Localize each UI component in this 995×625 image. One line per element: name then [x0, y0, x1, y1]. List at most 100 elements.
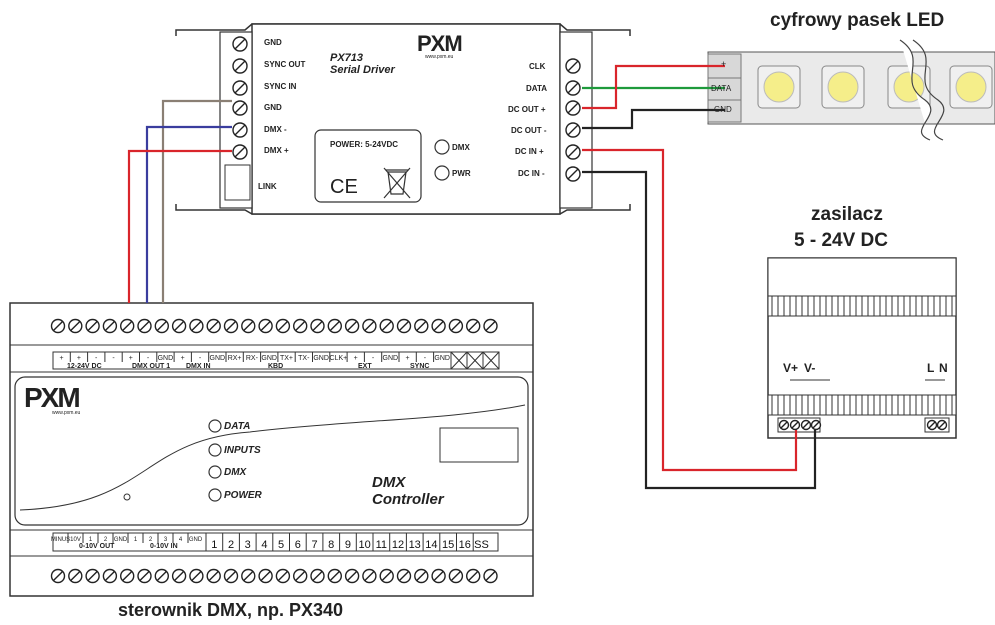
px713-right-screw	[565, 58, 581, 74]
controller-caption: sterownik DMX, np. PX340	[118, 600, 344, 620]
controller-bottom-number: 14	[425, 539, 437, 551]
px713-right-terminal: DC OUT -	[511, 126, 547, 135]
controller-top-screw	[154, 318, 170, 334]
px713-right-screw	[565, 166, 581, 182]
psu-screw	[789, 419, 801, 431]
controller-top-pin: GND	[261, 355, 277, 362]
wire-dc-out-minus	[582, 108, 725, 130]
controller-bottom-screw	[206, 568, 221, 584]
controller-bottom-screw	[466, 568, 481, 584]
px713-module	[175, 23, 631, 215]
controller-bottom-screw	[50, 568, 66, 584]
controller-top-screw	[483, 318, 498, 334]
px713-left-screw	[232, 58, 248, 74]
px713-link-label: LINK	[258, 182, 277, 191]
wire-dc-out-plus	[582, 64, 725, 110]
controller-bottom-screw	[310, 568, 325, 584]
controller-led-label: POWER	[224, 490, 262, 501]
px713-left-terminal: SYNC IN	[264, 82, 297, 91]
wire-dc-in-minus	[582, 170, 817, 490]
px713-led-dmx-label: DMX	[452, 143, 470, 152]
controller-blank-cross	[450, 351, 468, 370]
controller-top-pin: -	[372, 355, 375, 362]
px713-right-terminal: DC IN -	[518, 169, 545, 178]
controller-top-screw	[258, 318, 273, 334]
controller-bottom-number: 10	[358, 539, 370, 551]
controller-top-pin: RX+	[228, 355, 242, 362]
controller-top-screw	[85, 318, 100, 334]
controller-top-group: KBD	[268, 363, 284, 370]
controller-web: www.pxm.eu	[52, 410, 81, 416]
px713-right-screw	[565, 80, 581, 96]
controller-top-group: SYNC	[410, 363, 430, 370]
controller-top-screw	[189, 318, 204, 334]
controller-led-label: DATA	[224, 421, 251, 432]
power-supply	[767, 257, 957, 439]
controller-led	[208, 419, 222, 433]
controller-blank-cross	[466, 351, 484, 370]
controller-top-pin: TX+	[280, 355, 293, 362]
controller-bottom-screw	[68, 568, 83, 584]
controller-bottom-screw	[431, 568, 446, 584]
controller-top-pin: GND	[313, 355, 329, 362]
controller-top-pin: +	[77, 355, 81, 362]
controller-top-pin: -	[95, 355, 98, 362]
controller-bottom-screw	[362, 568, 377, 584]
psu-l: L	[927, 361, 935, 375]
controller-top-screw	[327, 318, 342, 334]
led-strip	[707, 39, 995, 141]
px713-left-screw	[232, 100, 248, 116]
px713-model: PX713	[330, 52, 364, 64]
controller-bottom-screw	[344, 568, 360, 584]
psu-screw	[926, 419, 938, 431]
controller-top-pin: +	[181, 355, 185, 362]
controller-top-pin: GND	[383, 355, 399, 362]
controller-bottom-number: 4	[261, 539, 267, 551]
controller-brand-logo: PXM	[24, 382, 81, 413]
controller-led	[208, 488, 222, 502]
controller-top-screw	[344, 318, 360, 334]
controller-top-screw	[223, 318, 239, 334]
controller-top-group: EXT	[358, 363, 372, 370]
controller-bottom-group: 0-10V OUT	[79, 543, 115, 550]
controller-bottom-number: SS	[474, 539, 489, 551]
controller-bottom-small-pin: 10V	[70, 537, 81, 543]
controller-bottom-small-pin: 4	[179, 537, 183, 543]
controller-bottom-number: 2	[228, 539, 234, 551]
controller-bottom-screw	[414, 568, 429, 584]
controller-top-screw	[119, 318, 135, 334]
controller-bottom-screw	[396, 568, 412, 584]
controller-bottom-number: 15	[442, 539, 454, 551]
controller-bottom-number: 16	[459, 539, 471, 551]
px713-right-screw	[565, 100, 581, 116]
psu-vplus: V+	[783, 361, 799, 375]
controller-bottom-number: 5	[278, 539, 284, 551]
controller-top-screw	[50, 318, 66, 334]
px713-right-terminal: CLK	[529, 62, 546, 71]
led-pin-gnd: GND	[714, 105, 732, 114]
px713-right-terminal: DC OUT +	[508, 105, 546, 114]
wire-dmx-plus	[127, 149, 232, 303]
controller-title-1: DMX	[372, 474, 406, 491]
controller-blank-cross	[482, 351, 500, 370]
controller-bottom-small-pin: 3	[164, 537, 168, 543]
controller-top-group: 12-24V DC	[67, 363, 102, 370]
controller-top-screw	[448, 318, 464, 334]
controller-top-screw	[362, 318, 377, 334]
led-pin-plus: +	[721, 59, 727, 69]
controller-bottom-screw	[102, 568, 118, 584]
psu-vminus: V-	[804, 361, 816, 375]
controller-bottom-small-pin: 2	[104, 537, 108, 543]
psu-caption-line2: 5 - 24V DC	[794, 230, 888, 251]
controller-top-screw	[431, 318, 446, 334]
controller-top-pin: GND	[434, 355, 450, 362]
controller-top-screw	[379, 318, 394, 334]
led-pin-data: DATA	[711, 84, 732, 93]
px713-right-screw	[565, 144, 581, 160]
controller-bottom-screw	[137, 568, 152, 584]
psu-n: N	[939, 361, 948, 375]
px713-left-terminal: GND	[264, 103, 282, 112]
weee-bin-icon	[383, 167, 411, 199]
controller-top-pin: GND	[210, 355, 226, 362]
